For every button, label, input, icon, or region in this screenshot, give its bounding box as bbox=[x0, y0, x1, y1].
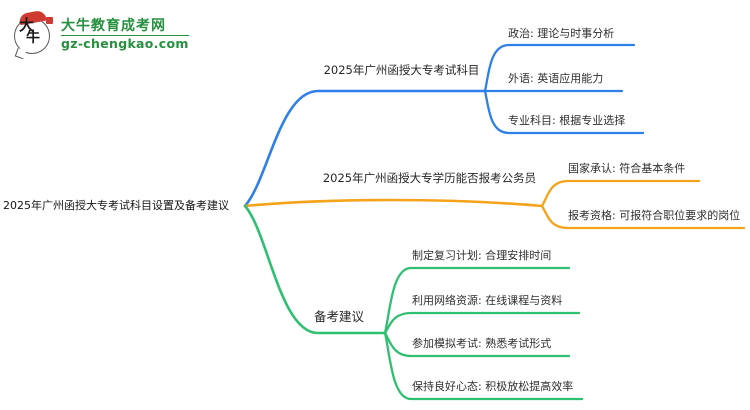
logo-text-block: 大牛教育成考网 gz-chengkao.com bbox=[61, 18, 189, 52]
logo-bull-icon: 大 牛 bbox=[12, 9, 56, 60]
branch3-child1-label: 制定复习计划: 合理安排时间 bbox=[412, 249, 552, 262]
branch1-child3-label: 专业科目: 根据专业选择 bbox=[508, 114, 626, 127]
branch3-child4-line bbox=[383, 331, 584, 401]
branch2-label: 2025年广州函授大专学历能否报考公务员 bbox=[322, 171, 537, 185]
site-logo: 大 牛 大牛教育成考网 gz-chengkao.com bbox=[12, 9, 189, 60]
logo-seal-stamp bbox=[46, 17, 53, 24]
branch1-child2-label: 外语: 英语应用能力 bbox=[508, 72, 604, 85]
logo-char-bottom: 牛 bbox=[26, 30, 40, 46]
branch1-line bbox=[243, 89, 487, 208]
branch1-child1-label: 政治: 理论与时事分析 bbox=[508, 27, 615, 40]
site-name: 大牛教育成考网 bbox=[61, 17, 166, 34]
branch2-child2-line bbox=[540, 204, 746, 230]
branch3-child2-label: 利用网络资源: 在线课程与资料 bbox=[412, 294, 563, 307]
branch2-child1-line bbox=[540, 179, 701, 208]
site-url: gz-chengkao.com bbox=[61, 36, 189, 52]
branch2-child2-label: 报考资格: 可报符合职位要求的岗位 bbox=[568, 209, 741, 222]
branch2-line bbox=[243, 198, 544, 208]
branch3-child4-label: 保持良好心态: 积极放松提高效率 bbox=[412, 380, 574, 393]
logo-divider bbox=[61, 34, 189, 37]
branch3-child1-line bbox=[383, 266, 571, 335]
logo-bubble-tail-shape bbox=[14, 47, 27, 60]
branch3-label: 备考建议 bbox=[314, 309, 365, 324]
branch2-child1-label: 国家承认: 符合基本条件 bbox=[568, 162, 686, 175]
branch3-line bbox=[243, 204, 387, 335]
branch1-label: 2025年广州函授大专考试科目 bbox=[323, 63, 480, 77]
logo-char-top: 大 bbox=[19, 16, 35, 34]
branch1-child3-line bbox=[483, 89, 645, 135]
branch1-child1-line bbox=[483, 43, 636, 93]
root-node-label: 2025年广州函授大专考试科目设置及备考建议 bbox=[3, 199, 229, 212]
branch3-child2-line bbox=[383, 311, 581, 335]
branch3-child3-label: 参加模拟考试: 熟悉考试形式 bbox=[412, 337, 552, 350]
